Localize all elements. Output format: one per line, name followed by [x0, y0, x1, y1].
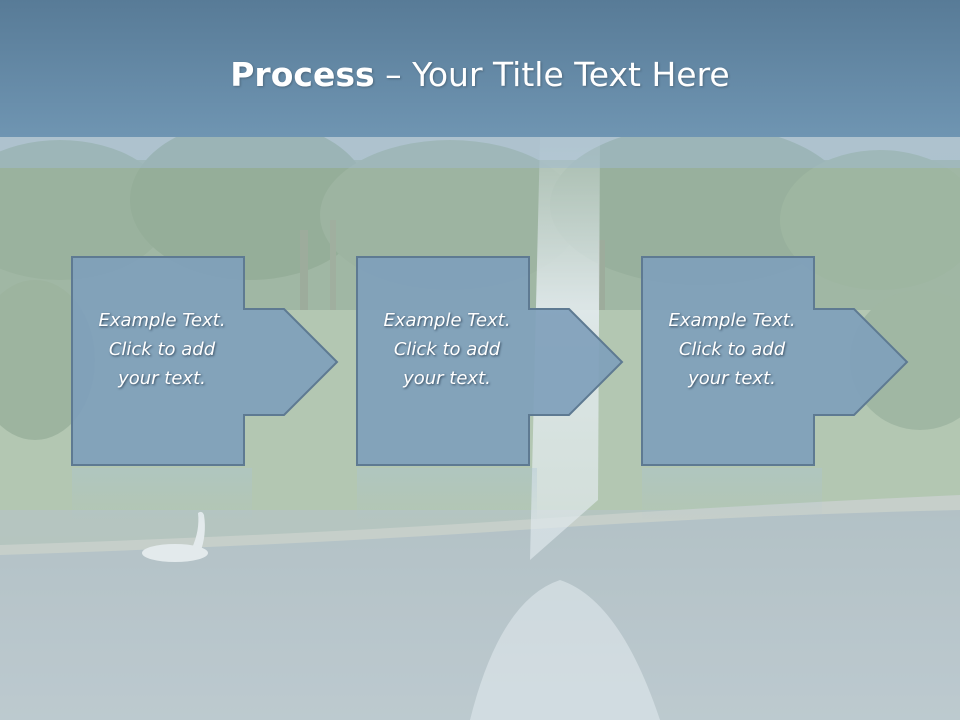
step-reflection	[72, 468, 252, 523]
step-text-line: your text.	[403, 368, 491, 389]
step-text: Example Text. Click to add your text.	[362, 306, 532, 393]
step-text: Example Text. Click to add your text.	[77, 306, 247, 393]
tree-line	[0, 120, 960, 320]
process-step-2[interactable]: Example Text. Click to add your text.	[356, 256, 626, 468]
step-text-line: Click to add	[108, 339, 216, 360]
arrow-box-shape	[71, 256, 339, 466]
process-step-3[interactable]: Example Text. Click to add your text.	[641, 256, 911, 468]
step-text-line: Example Text.	[383, 310, 511, 331]
title-rest: – Your Title Text Here	[374, 55, 730, 94]
step-text-line: Example Text.	[98, 310, 226, 331]
step-text-line: your text.	[688, 368, 776, 389]
step-text-line: Example Text.	[668, 310, 796, 331]
step-reflection	[357, 468, 537, 523]
title-band	[0, 137, 960, 168]
step-text-line: Click to add	[393, 339, 501, 360]
arrow-box-shape	[356, 256, 624, 466]
process-step-1[interactable]: Example Text. Click to add your text.	[71, 256, 341, 468]
step-reflection	[642, 468, 822, 523]
title-bold: Process	[230, 55, 375, 94]
step-text: Example Text. Click to add your text.	[647, 306, 817, 393]
swan	[142, 511, 208, 562]
step-text-line: your text.	[118, 368, 206, 389]
slide-title[interactable]: Process – Your Title Text Here	[0, 52, 960, 98]
arrow-box-shape	[641, 256, 909, 466]
title-bar	[0, 0, 960, 137]
step-text-line: Click to add	[678, 339, 786, 360]
